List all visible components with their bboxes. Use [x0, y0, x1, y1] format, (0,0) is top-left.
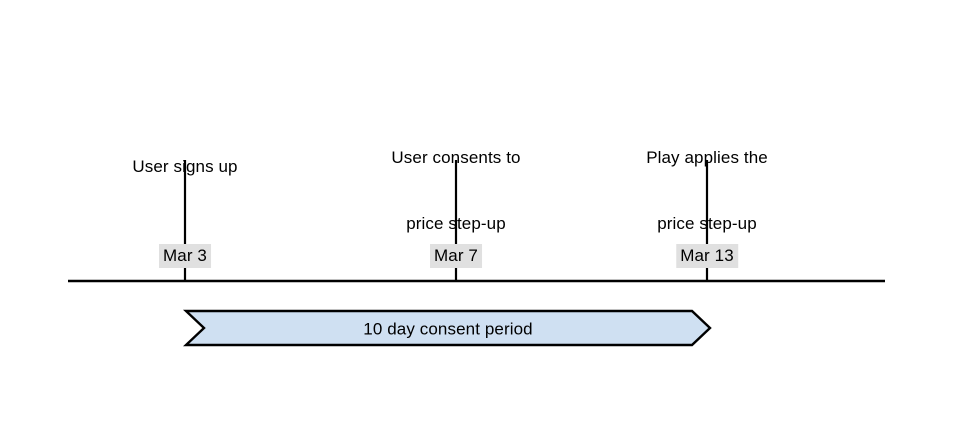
- event-label-applied: Play applies the price step-up: [646, 103, 768, 279]
- consent-period-banner-shape: [182, 309, 712, 347]
- event-label-consent-line1: User consents to: [391, 148, 521, 167]
- event-label-consent: User consents to price step-up: [391, 103, 520, 279]
- event-label-consent-line2: price step-up: [406, 214, 506, 233]
- event-date-chip-signup: Mar 3: [159, 244, 211, 268]
- event-label-signup-line1: User signs up: [132, 157, 238, 176]
- event-date-chip-applied: Mar 13: [676, 244, 738, 268]
- event-label-applied-line1: Play applies the: [646, 148, 768, 167]
- event-label-signup: User signs up: [132, 112, 237, 222]
- event-label-applied-line2: price step-up: [657, 214, 757, 233]
- consent-period-banner-label: 10 day consent period: [363, 319, 533, 339]
- event-date-chip-consent: Mar 7: [430, 244, 482, 268]
